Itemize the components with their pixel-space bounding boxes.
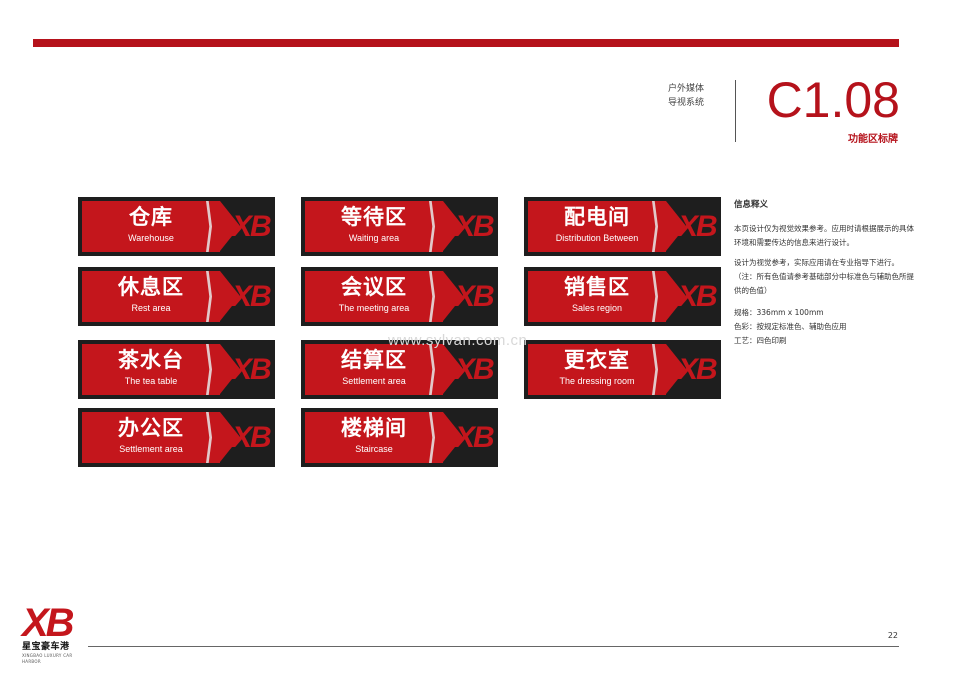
spec-size: 规格：336mm x 100mm [734,308,824,317]
xb-logo-icon: XB [232,421,272,454]
sign-cn-label: 结算区 [341,348,407,372]
spec-list: 规格：336mm x 100mm 色彩：按规定标准色、辅助色应用 工艺：四色印刷 [734,306,914,348]
xb-logo-icon: XB [232,353,272,386]
brand-name-en: XINGBAO LUXURY CAR HARBOR [22,653,73,664]
sign-en-label: The dressing room [559,376,635,386]
watermark: www.sylvan.com.cn [388,332,528,349]
sign-en-label: Settlement area [342,376,406,386]
sign-en-label: The meeting area [338,303,410,313]
sign-en-label: Warehouse [128,233,174,243]
sign-cn-label: 楼梯间 [341,416,407,440]
xb-logo-icon: XB [455,353,495,386]
page-code: C1.08 [766,72,900,128]
sign-en-label: Waiting area [348,233,400,243]
sign-cn-label: 销售区 [564,275,630,299]
xb-logo-icon: XB [455,280,495,313]
sign-cn-label: 办公区 [118,416,184,440]
sign-en-label: Sales region [571,303,623,313]
sign-office-area: 办公区 Settlement area XB [78,408,275,467]
info-panel: 信息释义 本页设计仅为视觉效果参考。应用时请根据展示的具体环境和需要传达的信息来… [734,198,914,348]
xb-logo-icon: XB [455,210,495,243]
sign-en-label: The tea table [124,376,178,386]
sign-cn-label: 会议区 [341,275,407,299]
sign-en-label: Distribution Between [555,233,639,243]
brand-logo: XB 星宝豪车港 XINGBAO LUXURY CAR HARBOR [22,601,82,665]
sign-en-label: Rest area [131,303,171,313]
sign-dressing-room: 更衣室 The dressing room XB [524,340,721,399]
sign-cn-label: 仓库 [129,205,173,229]
page-subtitle: 功能区标牌 [848,134,898,145]
xb-logo-icon: XB [678,353,718,386]
info-paragraph-1: 本页设计仅为视觉效果参考。应用时请根据展示的具体环境和需要传达的信息来进行设计。 [734,224,914,247]
section-label-line1: 户外媒体 [668,84,705,94]
spec-craft: 工艺：四色印刷 [734,336,787,345]
sign-cn-label: 休息区 [118,275,184,299]
sign-cn-label: 更衣室 [564,348,630,372]
info-title: 信息释义 [734,200,769,210]
xb-logo-mark-icon: XB [22,601,75,645]
section-label: 户外媒体 导视系统 [668,82,704,110]
sign-cn-label: 配电间 [564,205,630,229]
page-number: 22 [887,631,898,640]
sign-settlement-area: 结算区 Settlement area XB [301,340,498,399]
sign-en-label: Staircase [355,444,393,454]
sign-en-label: Settlement area [119,444,183,454]
xb-logo-icon: XB [232,280,272,313]
sign-cn-label: 等待区 [341,205,407,229]
sign-rest-area: 休息区 Rest area XB [78,267,275,326]
footer-divider [88,646,899,647]
sign-meeting-area: 会议区 The meeting area XB [301,267,498,326]
sign-sales-region: 销售区 Sales region XB [524,267,721,326]
sign-warehouse: 仓库 Warehouse XB [78,197,275,256]
sign-staircase: 楼梯间 Staircase XB [301,408,498,467]
info-paragraph-2: 设计为视觉参考，实际应用请在专业指导下进行。（注：所有色值请参考基础部分中标准色… [734,258,914,295]
spec-color: 色彩：按规定标准色、辅助色应用 [734,322,847,331]
xb-logo-icon: XB [678,280,718,313]
sign-tea-table: 茶水台 The tea table XB [78,340,275,399]
xb-logo-icon: XB [455,421,495,454]
sign-cn-label: 茶水台 [118,348,184,372]
brand-name-cn: 星宝豪车港 [22,642,70,652]
top-accent-bar [33,39,899,47]
xb-logo-icon: XB [678,210,718,243]
header-divider [735,80,736,142]
section-label-line2: 导视系统 [668,98,705,108]
sign-waiting-area: 等待区 Waiting area XB [301,197,498,256]
xb-logo-icon: XB [232,210,272,243]
sign-distribution: 配电间 Distribution Between XB [524,197,721,256]
